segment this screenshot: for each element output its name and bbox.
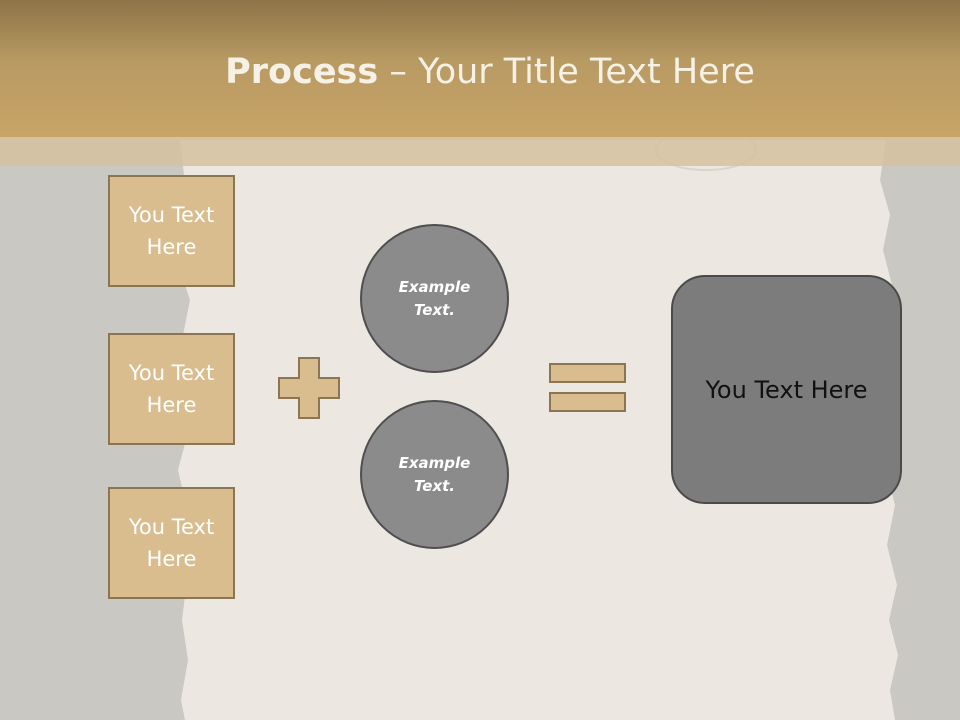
result-text: You Text Here xyxy=(705,375,868,404)
title-rest: – Your Title Text Here xyxy=(378,52,755,92)
circle-line-1: Example xyxy=(398,453,471,472)
box-line-2: Here xyxy=(146,235,197,259)
title-bar xyxy=(0,0,960,137)
result-box[interactable]: You Text Here xyxy=(671,275,902,504)
circle-line-1: Example xyxy=(398,277,471,296)
circle-line-2: Text. xyxy=(413,300,455,319)
circle-line-2: Text. xyxy=(413,476,455,495)
box-line-1: You Text xyxy=(128,203,215,227)
title-bold: Process xyxy=(225,52,379,92)
box-line-2: Here xyxy=(146,393,197,417)
equals-bar-bottom xyxy=(549,392,626,412)
title-band xyxy=(0,137,960,166)
box-line-2: Here xyxy=(146,547,197,571)
equals-bar-top xyxy=(549,363,626,383)
slide-title: Process – Your Title Text Here xyxy=(0,52,960,92)
plus-icon xyxy=(278,357,340,419)
box-line-1: You Text xyxy=(128,361,215,385)
box-line-1: You Text xyxy=(128,515,215,539)
